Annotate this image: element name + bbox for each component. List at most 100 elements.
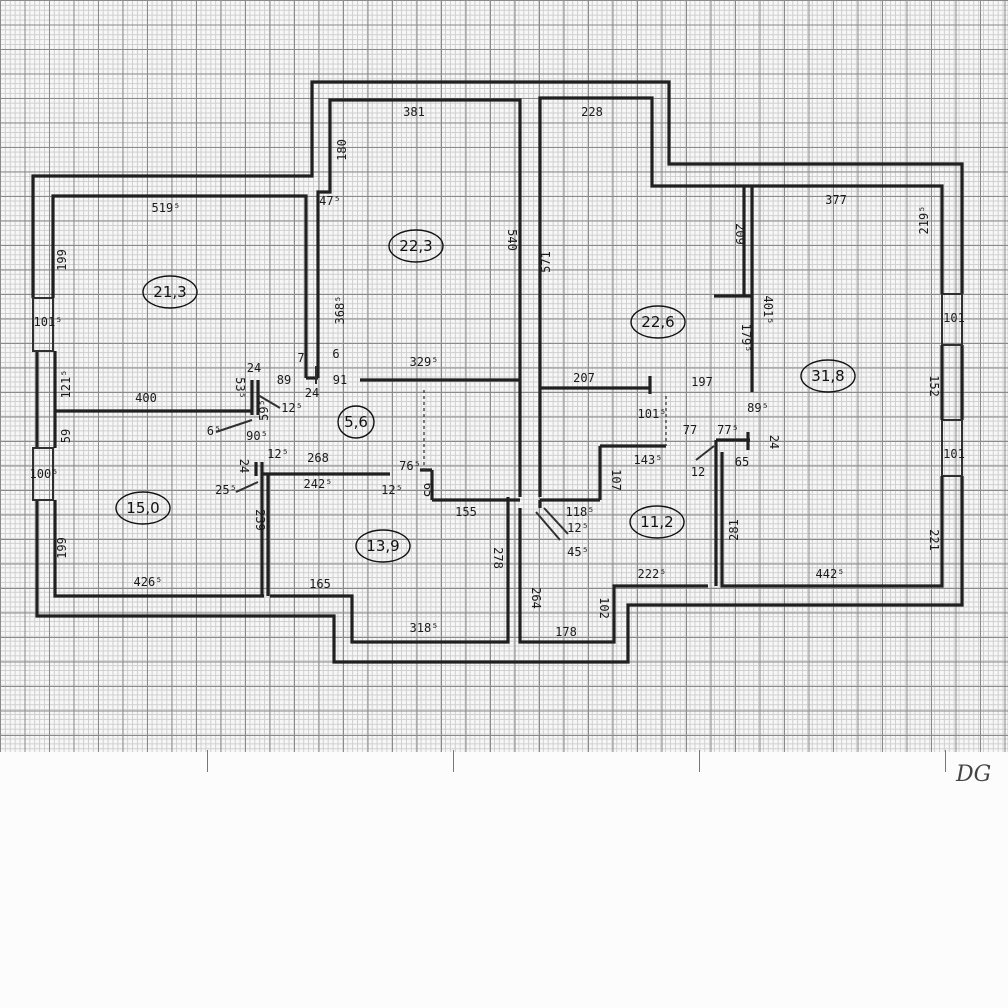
dimension-label: 47⁵ <box>319 194 341 208</box>
room-area-label: 22,3 <box>399 237 432 255</box>
margin-tick <box>945 750 946 772</box>
dimension-label: 89 <box>277 373 291 387</box>
dimension-label: 45⁵ <box>567 545 589 559</box>
room-area-label: 11,2 <box>640 513 673 531</box>
room-area-label: 5,6 <box>344 413 368 431</box>
room-area-circle <box>337 405 375 439</box>
dimension-label: 219⁵ <box>917 206 931 235</box>
dimension-label: 24 <box>305 386 319 400</box>
dimension-label: 199 <box>55 537 69 559</box>
dimension-label: 12⁵ <box>281 401 303 415</box>
dimension-label: 6 <box>332 347 339 361</box>
dimension-label: 519⁵ <box>152 201 181 215</box>
dimension-label: 281 <box>727 519 741 541</box>
room-area-label: 21,3 <box>153 283 186 301</box>
window-right-lower <box>941 419 963 477</box>
dimension-label: 239 <box>253 509 267 531</box>
dimension-label: 24 <box>247 361 261 375</box>
dimension-label: 107 <box>609 469 623 491</box>
dimension-label: 101⁵ <box>34 315 63 329</box>
dimension-label: 329⁵ <box>410 355 439 369</box>
room-area-circle <box>355 529 411 563</box>
dimension-label: 53⁵ <box>233 377 247 399</box>
dimension-label: 102 <box>597 597 611 619</box>
dimension-label: 178 <box>555 625 577 639</box>
page-bottom <box>0 752 1008 1008</box>
room-area-circle <box>800 359 856 393</box>
margin-tick <box>453 750 454 772</box>
dimension-label: 12⁵ <box>567 521 589 535</box>
dimension-label: 76⁵ <box>399 459 421 473</box>
dimension-label: 426⁵ <box>134 575 163 589</box>
dimension-label: 24 <box>767 435 781 449</box>
dimension-label: 155 <box>455 505 477 519</box>
dimension-label: 12⁵ <box>267 447 289 461</box>
dimension-label: 368⁵ <box>333 296 347 325</box>
room-area-label: 31,8 <box>811 367 844 385</box>
dimension-label: 400 <box>135 391 157 405</box>
dimension-label: 90⁵ <box>246 429 268 443</box>
dimension-label: 571 <box>539 251 553 273</box>
window-right-upper <box>941 293 963 346</box>
room-area-circle <box>142 275 198 309</box>
dimension-label: 152 <box>927 375 941 397</box>
dimension-label: 264 <box>529 587 543 609</box>
dimension-label: 377 <box>825 193 847 207</box>
dimension-label: 121⁵ <box>59 370 73 399</box>
interior-partitions <box>55 186 754 596</box>
room-area-circle <box>630 305 686 339</box>
dimension-label: 442⁵ <box>816 567 845 581</box>
dimension-label: 77⁵ <box>717 423 739 437</box>
window-left-lower <box>32 447 54 501</box>
dimension-label: 12 <box>691 465 705 479</box>
dimension-label: 12⁵ <box>381 483 403 497</box>
dimension-label: 401⁵ <box>761 296 775 325</box>
dimension-label: 101 <box>943 447 965 461</box>
dimension-label: 268 <box>307 451 329 465</box>
room-area-circle <box>629 505 685 539</box>
dimension-label: 143⁵ <box>634 453 663 467</box>
dimension-label: 278 <box>491 547 505 569</box>
dimension-label: 118⁵ <box>566 505 595 519</box>
dimension-label: 228 <box>581 105 603 119</box>
dimension-label: 65 <box>421 483 435 497</box>
dimension-label: 7 <box>297 351 304 365</box>
dimension-label: 540 <box>505 229 519 251</box>
dimension-label: 101 <box>943 311 965 325</box>
dimension-label: 59⁵ <box>257 399 271 421</box>
dimension-label: 242⁵ <box>304 477 333 491</box>
dimension-label: 25⁵ <box>215 483 237 497</box>
dimension-label: 89⁵ <box>747 401 769 415</box>
outer-wall-outline <box>31 80 964 664</box>
dimension-label: 222⁵ <box>638 567 667 581</box>
room-area-label: 15,0 <box>126 499 159 517</box>
dimension-label: 199 <box>55 249 69 271</box>
dimension-label: 91 <box>333 373 347 387</box>
dimension-label: 179⁵ <box>739 324 753 353</box>
dimension-label: 209 <box>733 223 747 245</box>
room-area-circle <box>115 491 171 525</box>
dimension-label: 318⁵ <box>410 621 439 635</box>
dimension-label: 180 <box>335 139 349 161</box>
graph-paper-sheet <box>0 0 1008 752</box>
room-area-label: 13,9 <box>366 537 399 555</box>
dimension-label: 100⁵ <box>30 467 59 481</box>
dimension-label: 6⁵ <box>207 424 221 438</box>
signature-initials: DG <box>956 762 992 787</box>
dimension-label: 207 <box>573 371 595 385</box>
margin-tick <box>207 750 208 772</box>
dimension-label: 165 <box>309 577 331 591</box>
margin-tick <box>699 750 700 772</box>
room-area-circle <box>388 229 444 263</box>
dimension-label: 101⁵ <box>638 407 667 421</box>
dimension-label: 65 <box>735 455 749 469</box>
dimension-label: 59 <box>59 429 73 443</box>
dimension-label: 77 <box>683 423 697 437</box>
inner-wall-outline <box>51 96 944 644</box>
dimension-label: 197 <box>691 375 713 389</box>
window-left-upper <box>32 297 54 352</box>
dimension-label: 221 <box>927 529 941 551</box>
room-area-label: 22,6 <box>641 313 674 331</box>
dimension-label: 24 <box>237 459 251 473</box>
